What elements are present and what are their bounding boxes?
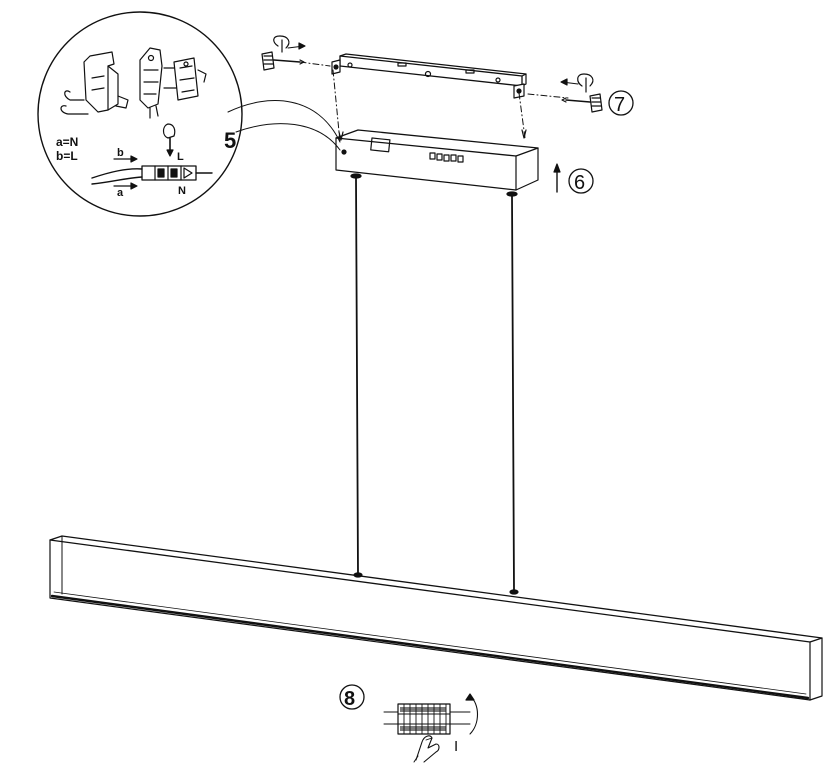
canopy-vent-slots (429, 152, 464, 163)
connector-attach-sketch (139, 47, 163, 119)
arrow-up-left-tick (338, 131, 344, 141)
step-7-badge: 7 (608, 90, 634, 116)
step-8-badge: 8 (339, 684, 365, 710)
bracket-mount-sketch (60, 51, 129, 115)
dimmer-label: I (454, 738, 458, 755)
step-5-badge: 5 (224, 128, 236, 153)
linear-luminaire (49, 535, 823, 701)
legend-a-equals-n: a=N (56, 135, 78, 149)
wiring-detail-circle: a=N b=L b a L N (37, 11, 341, 217)
suspension-cables (355, 177, 515, 591)
terminal-n-label: N (178, 185, 186, 197)
legend-b-equals-l: b=L (56, 149, 78, 163)
step-6-lift-arrow (553, 163, 561, 193)
alignment-dashes (299, 61, 569, 143)
arrow-up-right-tick (521, 129, 527, 139)
cable-anchor-right (509, 589, 519, 595)
step-7-number: 7 (614, 94, 625, 116)
step-5-number: 5 (224, 128, 236, 153)
step-8-number: 8 (344, 688, 355, 710)
canopy-bracket-sketch (163, 57, 207, 101)
canopy-box (335, 129, 539, 197)
screw-left-icon (261, 35, 306, 71)
terminal-block (91, 155, 213, 190)
step-6-badge: 6 (568, 168, 594, 194)
screwdriver-icon (162, 123, 176, 157)
dimmer-module-sketch (383, 693, 479, 763)
ceiling-mounting-plate (331, 53, 527, 99)
wire-b-label: b (117, 147, 124, 159)
screw-right-icon (560, 73, 603, 113)
step-6-number: 6 (574, 172, 585, 194)
terminal-l-label: L (177, 151, 184, 163)
wire-a-label: a (117, 187, 124, 199)
